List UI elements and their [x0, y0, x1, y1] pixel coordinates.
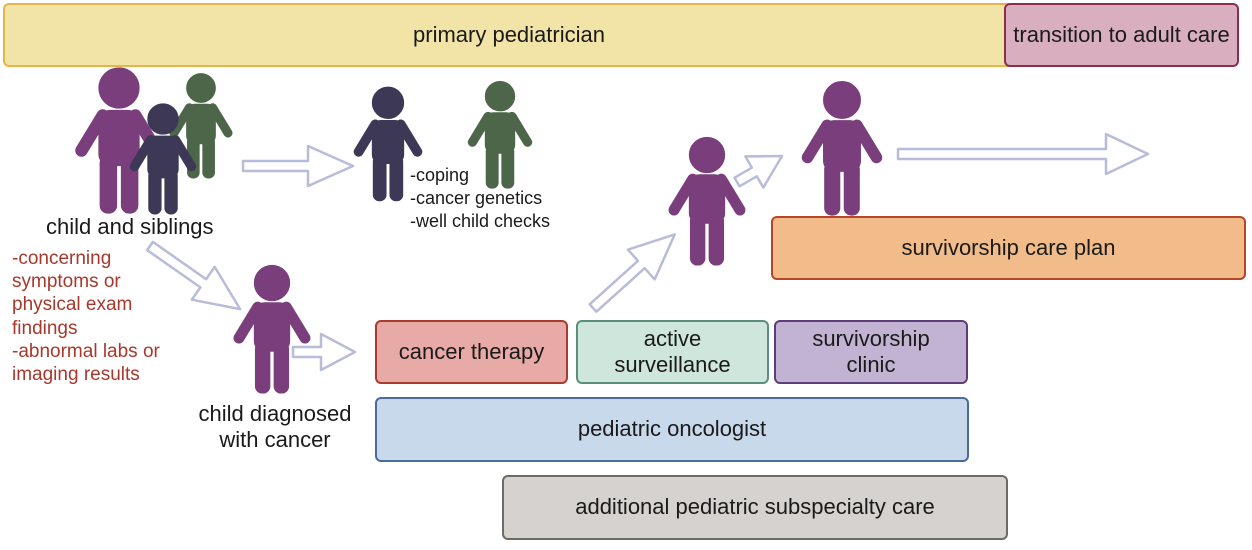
arrow-siblings-to-needs — [241, 144, 355, 188]
child-and-siblings-label: child and siblings — [46, 214, 214, 239]
warning-signs-list: -concerning symptoms or physical exam fi… — [12, 247, 180, 386]
primary-pediatrician-box: primary pediatrician — [3, 3, 1015, 67]
primary-pediatrician-label: primary pediatrician — [413, 21, 605, 47]
sibling-green-person-icon — [174, 74, 228, 178]
warning-sign-item: -abnormal labs or imaging results — [12, 340, 160, 385]
survivorship-care-plan-box: survivorship care plan — [771, 216, 1246, 280]
cancer-therapy-label: cancer therapy — [398, 338, 545, 364]
diagnosed-child-person-icon — [239, 265, 305, 393]
active-surveillance-label: active surveillance — [614, 325, 731, 377]
sibling-needs-list: -coping -cancer genetics -well child che… — [410, 164, 550, 233]
arrow-siblings-to-diagnosed — [145, 240, 242, 311]
survivorship-care-plan-label: survivorship care plan — [901, 234, 1116, 260]
adult-survivor-person-icon — [808, 82, 877, 215]
child-diagnosed-label: child diagnosed with cancer — [198, 401, 352, 453]
sibling-need-item: -coping — [410, 165, 470, 185]
transition-adult-care-label: transition to adult care — [1013, 22, 1230, 48]
arrow-diagnosed-to-therapy — [291, 332, 357, 372]
transition-adult-care-box: transition to adult care — [1004, 3, 1239, 67]
arrow-therapy-to-survivor — [588, 233, 676, 313]
sibling-navy-person-icon-2 — [359, 87, 418, 201]
additional-subspecialty-box: additional pediatric subspecialty care — [502, 475, 1008, 540]
active-surveillance-box: active surveillance — [576, 320, 769, 384]
survivorship-clinic-label: survivorship clinic — [812, 325, 930, 377]
pediatric-oncologist-label: pediatric oncologist — [577, 416, 767, 442]
pediatric-oncologist-box: pediatric oncologist — [375, 397, 969, 462]
survivorship-clinic-box: survivorship clinic — [774, 320, 968, 384]
cancer-therapy-box: cancer therapy — [375, 320, 568, 384]
sibling-need-item: -cancer genetics — [410, 188, 543, 209]
warning-sign-item: -concerning symptoms or physical exam fi… — [12, 248, 133, 339]
additional-subspecialty-label: additional pediatric subspecialty care — [575, 494, 935, 520]
survivor-child-person-icon — [674, 137, 740, 265]
sibling-need-item: -well child checks — [410, 211, 551, 232]
arrow-adult-to-transition — [896, 132, 1150, 176]
arrow-survivor-to-adult — [733, 154, 784, 189]
